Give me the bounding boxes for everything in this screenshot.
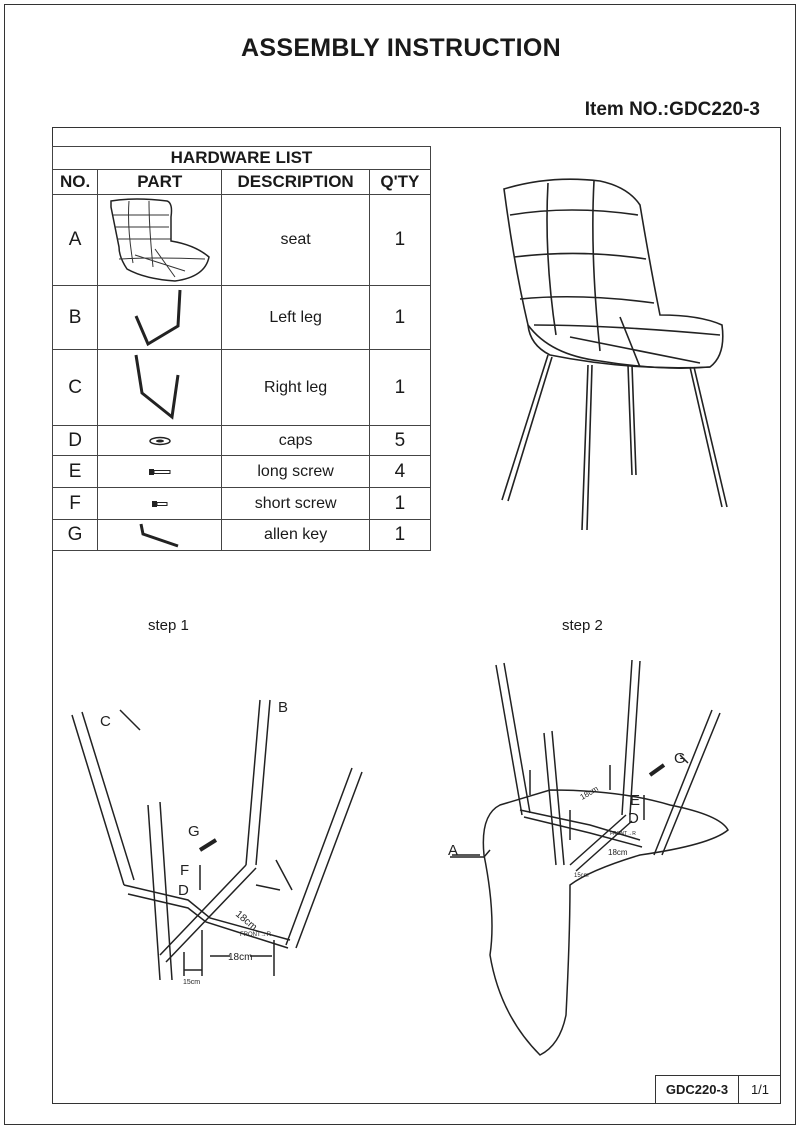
callout-d: D [628, 810, 639, 827]
assembled-chair-illustration [501, 178, 728, 531]
footer-page: 1/1 [750, 1082, 770, 1097]
part-cell [97, 285, 223, 350]
table-row: C Right leg 1 [51, 349, 432, 426]
row-qty: 1 [368, 349, 432, 426]
table-row: B Left leg 1 [51, 285, 432, 350]
table-row: A seat 1 [51, 194, 432, 286]
col-qty: Q'TY [368, 169, 432, 195]
left-leg-icon [134, 289, 182, 346]
row-qty: 5 [368, 425, 432, 456]
part-cell [97, 425, 223, 456]
row-description: seat [221, 194, 370, 286]
col-no: NO. [51, 169, 99, 195]
row-no: A [51, 194, 99, 286]
callout-a: A [448, 842, 458, 859]
dim-horizontal: 18cm [608, 848, 628, 857]
footer-box: GDC220-3 1/1 [655, 1075, 781, 1103]
row-description: caps [221, 425, 370, 456]
step-2-diagram: A G E D 18cm 18cm 15cm FRONT→R [448, 659, 729, 1056]
hardware-list-table: HARDWARE LIST NO. PART DESCRIPTION Q'TY … [51, 146, 432, 551]
dim-offset: 15cm [183, 979, 200, 986]
part-cell [97, 349, 223, 426]
table-row: E long screw 4 [51, 455, 432, 488]
row-no: C [51, 349, 99, 426]
row-qty: 1 [368, 285, 432, 350]
row-description: Right leg [221, 349, 370, 426]
row-description: long screw [221, 455, 370, 488]
callout-g: G [188, 823, 200, 840]
part-cell [97, 194, 223, 286]
dim-horizontal: 18cm [228, 952, 252, 963]
row-qty: 1 [368, 194, 432, 286]
callout-d: D [178, 882, 189, 899]
footer-code: GDC220-3 [656, 1076, 739, 1103]
part-cell [97, 487, 223, 520]
allen-key-icon [139, 523, 179, 548]
col-description: DESCRIPTION [221, 169, 370, 195]
callout-c: C [100, 713, 111, 730]
step-1-label: step 1 [148, 617, 189, 634]
callout-e: E [630, 792, 640, 809]
page-title: ASSEMBLY INSTRUCTION [241, 34, 561, 62]
right-leg-icon [134, 354, 180, 420]
item-number: Item NO.:GDC220-3 [584, 99, 760, 120]
dim-diagonal: 18cm [579, 784, 601, 802]
long-screw-icon [148, 468, 171, 475]
callout-g: G [674, 750, 686, 767]
row-qty: 1 [368, 487, 432, 520]
front-marking: FRONT→R [610, 831, 636, 837]
dim-offset: 15cm [574, 873, 589, 879]
row-qty: 1 [368, 519, 432, 551]
part-cell [97, 519, 223, 551]
seat-icon [110, 198, 210, 282]
row-no: G [51, 519, 99, 551]
callout-b: B [278, 699, 288, 716]
part-cell [97, 455, 223, 488]
row-description: allen key [221, 519, 370, 551]
step-2-label: step 2 [562, 617, 603, 634]
page-border [4, 4, 796, 1125]
hardware-list-title: HARDWARE LIST [52, 146, 431, 170]
callout-f: F [180, 862, 189, 879]
dim-diagonal: 18cm [233, 909, 259, 933]
col-part: PART [97, 169, 223, 195]
table-row: G allen key 1 [51, 519, 432, 551]
row-qty: 4 [368, 455, 432, 488]
row-description: Left leg [221, 285, 370, 350]
front-marking: FRONT→R [240, 932, 272, 938]
table-row: F short screw 1 [51, 487, 432, 520]
row-no: F [51, 487, 99, 520]
table-row: D caps 5 [51, 425, 432, 456]
content-frame [52, 127, 781, 1104]
row-no: B [51, 285, 99, 350]
short-screw-icon [151, 500, 168, 507]
step-1-diagram: B C G F D 18cm 18cm 15cm FRONT→R [71, 699, 363, 986]
row-no: D [51, 425, 99, 456]
cap-icon [149, 436, 171, 445]
row-no: E [51, 455, 99, 488]
row-description: short screw [221, 487, 370, 520]
